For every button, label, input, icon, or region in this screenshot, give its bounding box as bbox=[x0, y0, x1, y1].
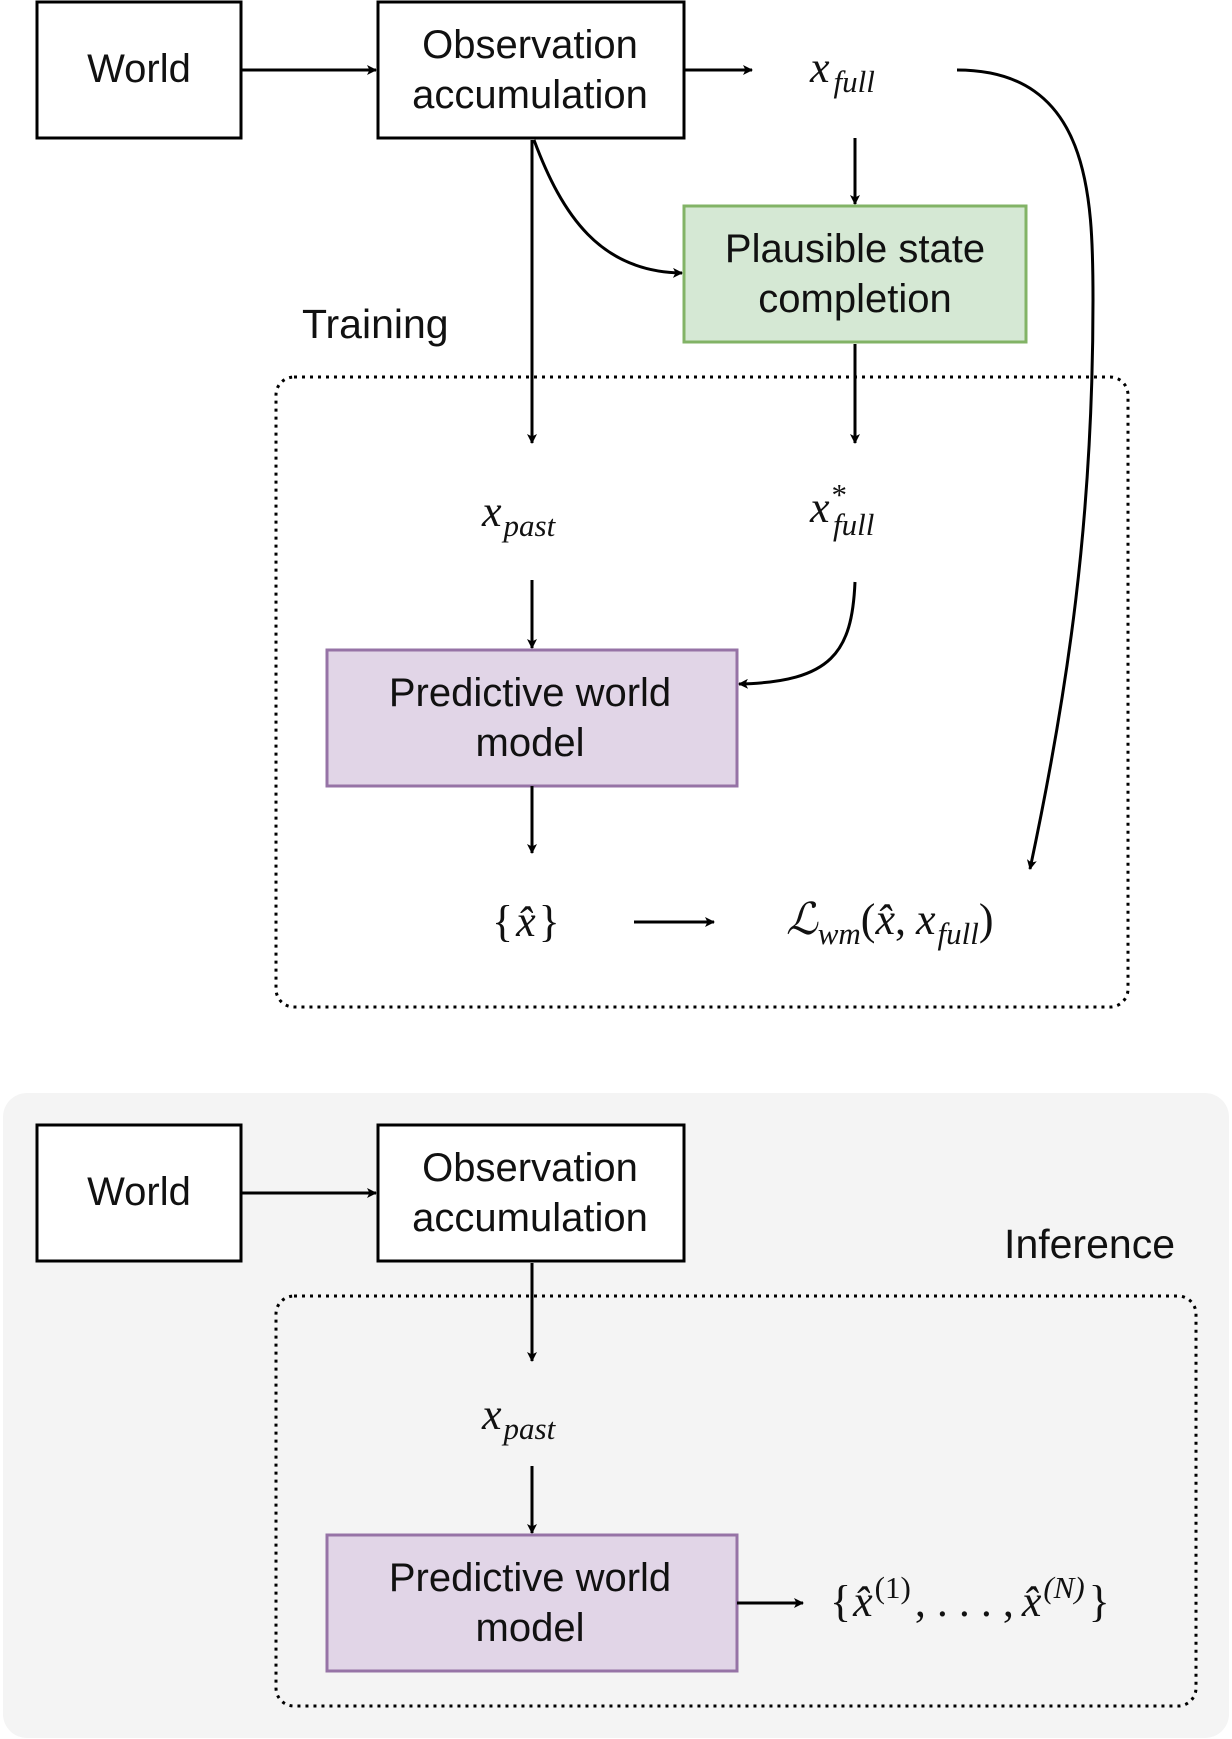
inference-region bbox=[274, 1294, 1198, 1708]
inference-model-label-line1: Predictive world bbox=[389, 1556, 671, 1600]
x-hat-set-label: {x̂} bbox=[492, 897, 560, 946]
training-region bbox=[274, 375, 1130, 1009]
edge-x-full-to-loss bbox=[956, 68, 1095, 870]
training-x-past-label: xpast bbox=[481, 487, 557, 543]
completion-label-line1: Plausible state bbox=[725, 227, 985, 271]
training-section: Training World Observation accumulation … bbox=[35, 0, 1130, 1009]
training-region-label: Training bbox=[302, 301, 449, 347]
training-model-node[interactable]: Predictive world model bbox=[325, 648, 739, 788]
inference-observation-node[interactable]: Observation accumulation bbox=[376, 1123, 686, 1263]
inference-model-label-line2: model bbox=[476, 1606, 585, 1650]
inference-observation-label-line2: accumulation bbox=[412, 1196, 648, 1240]
inference-region-label: Inference bbox=[1004, 1221, 1175, 1267]
edge-x-full-star-to-model bbox=[738, 581, 857, 689]
inference-model-node[interactable]: Predictive world model bbox=[325, 1533, 739, 1673]
training-observation-label-line1: Observation bbox=[422, 23, 638, 67]
x-full-star-label: x*full bbox=[809, 477, 874, 542]
inference-observation-label-line1: Observation bbox=[422, 1146, 638, 1190]
inference-x-past-label: xpast bbox=[481, 1390, 557, 1446]
training-observation-label-line2: accumulation bbox=[412, 73, 648, 117]
training-model-label-line1: Predictive world bbox=[389, 671, 671, 715]
inference-world-label: World bbox=[87, 1170, 191, 1214]
completion-label-line2: completion bbox=[758, 277, 951, 321]
training-world-label: World bbox=[87, 47, 191, 91]
training-model-label-line2: model bbox=[476, 721, 585, 765]
inference-section: Inference World Observation accumulation… bbox=[3, 1093, 1229, 1738]
inference-world-node[interactable]: World bbox=[35, 1123, 243, 1263]
training-world-node[interactable]: World bbox=[35, 0, 243, 140]
training-observation-node[interactable]: Observation accumulation bbox=[376, 0, 686, 140]
samples-label: {x̂(1), . . . ,x̂(N)} bbox=[830, 1570, 1110, 1626]
completion-node[interactable]: Plausible state completion bbox=[682, 204, 1028, 344]
loss-label: ℒwm(x̂,xfull) bbox=[786, 895, 994, 951]
edge-observation-to-completion bbox=[532, 139, 683, 278]
inference-panel bbox=[3, 1093, 1229, 1738]
